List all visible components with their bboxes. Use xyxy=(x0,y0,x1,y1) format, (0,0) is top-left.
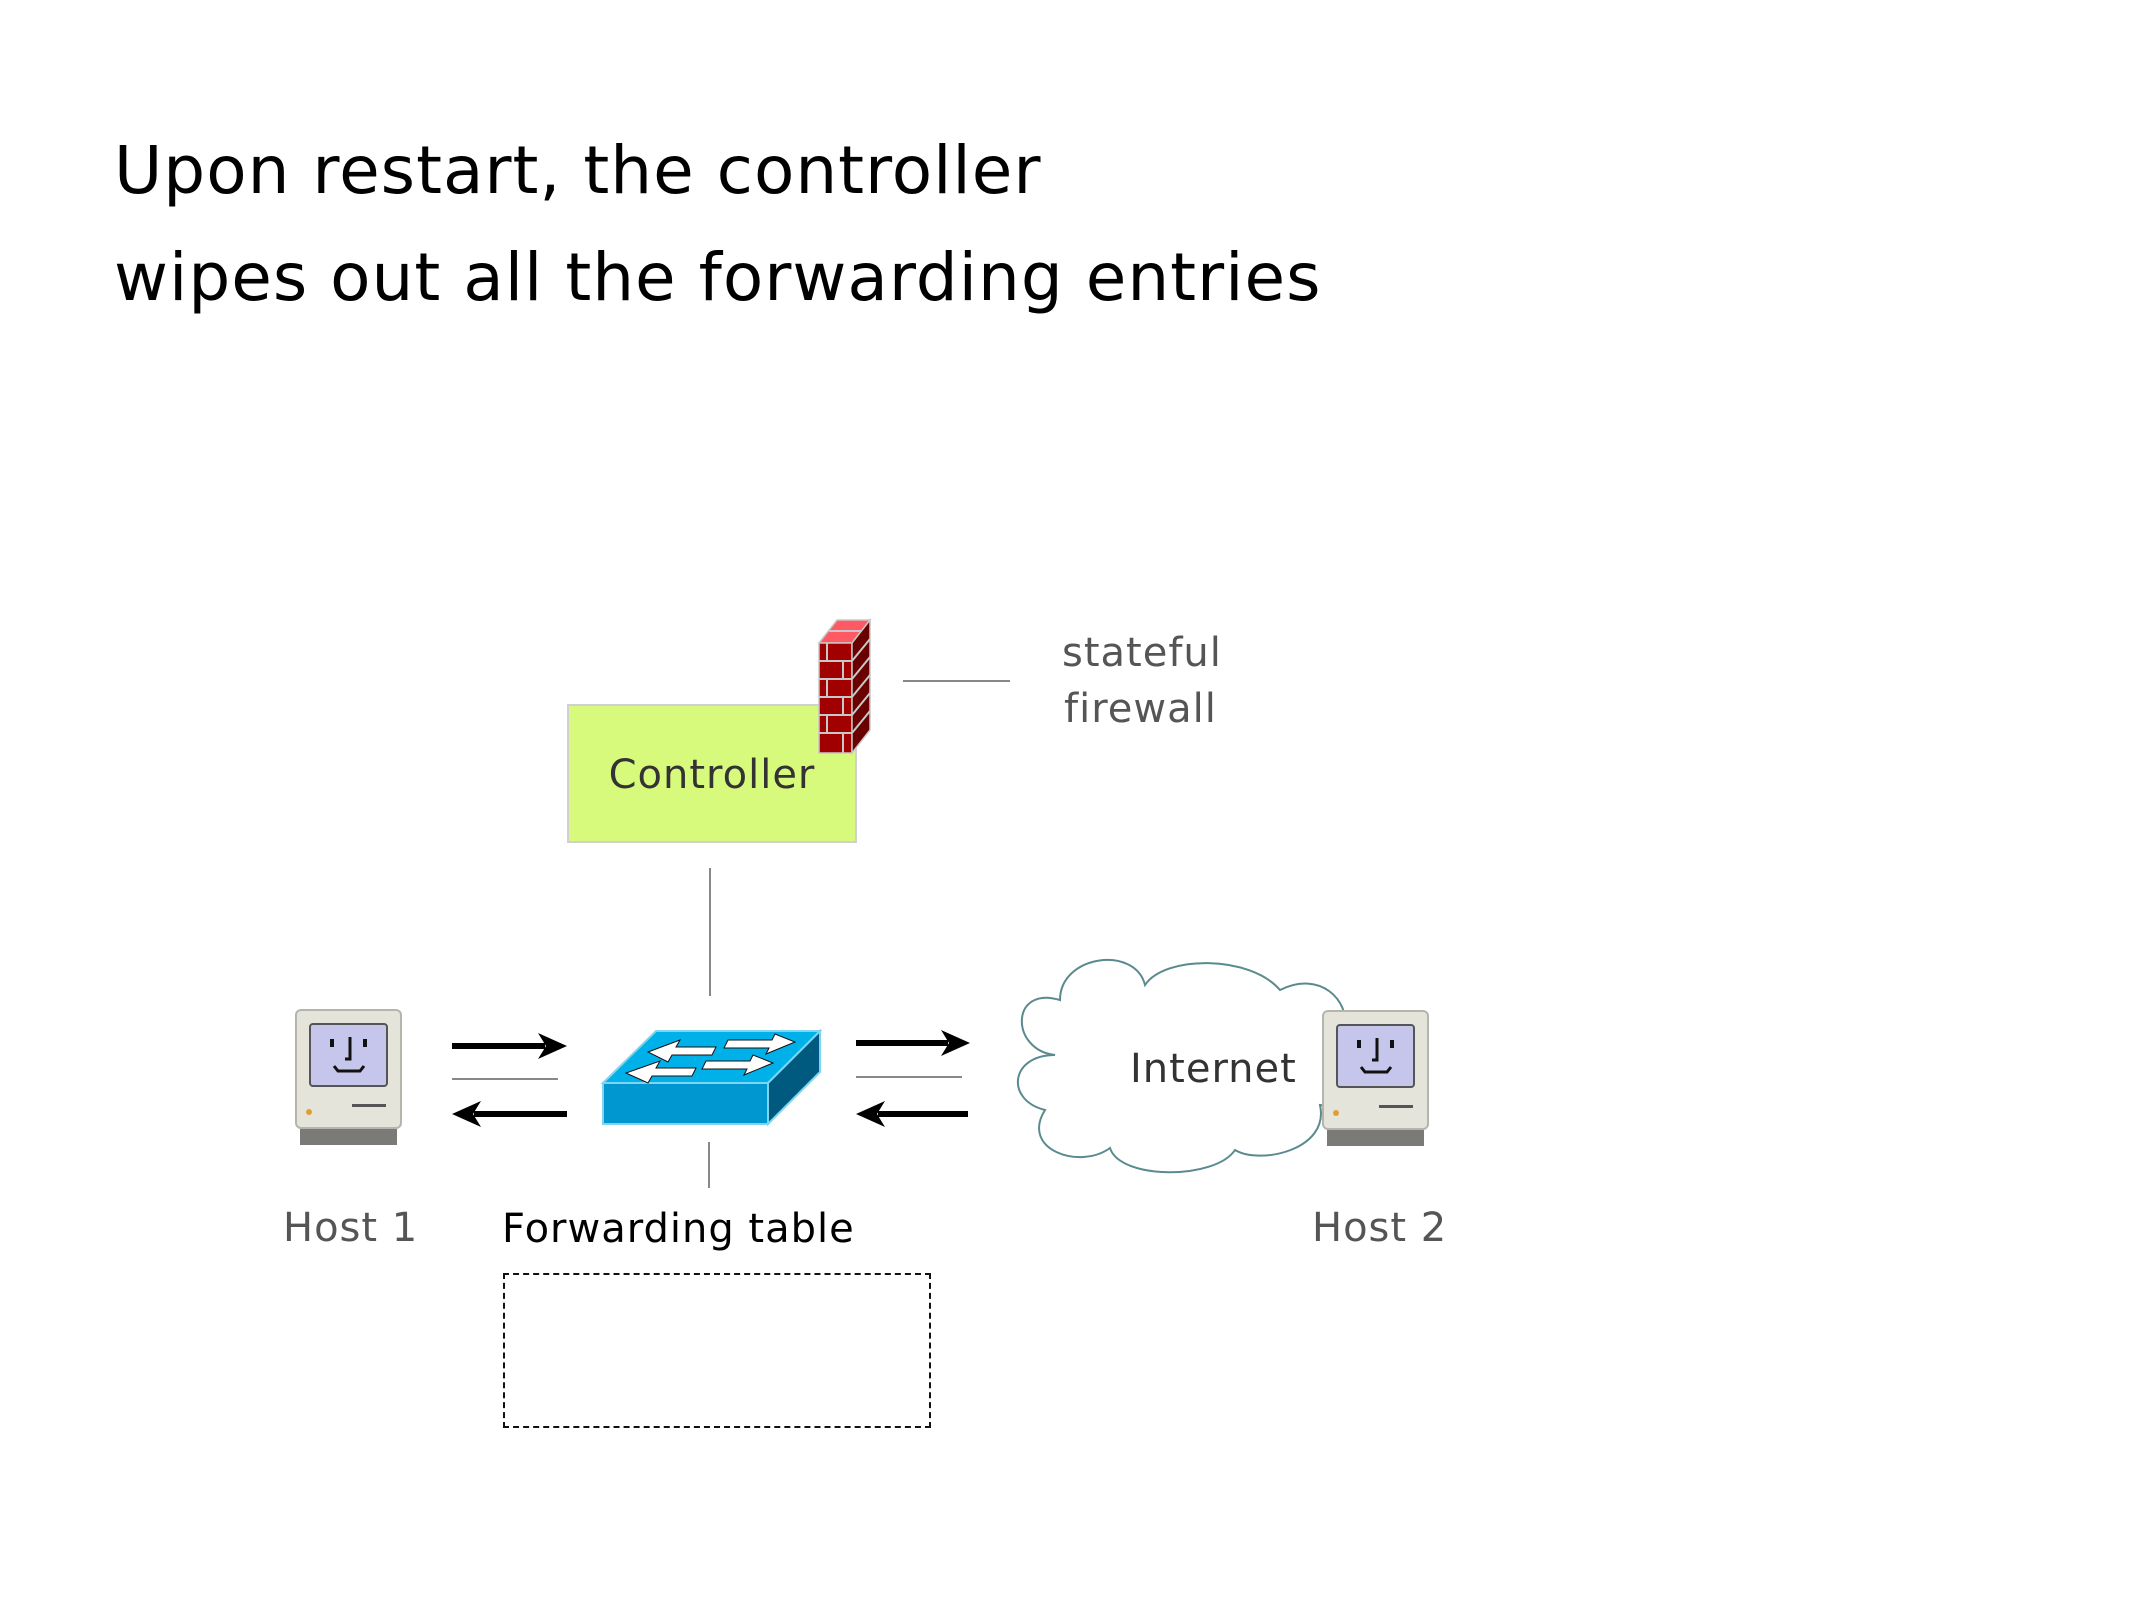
switch-internet-arrows xyxy=(856,1030,970,1127)
arrow-right-icon xyxy=(941,1030,970,1056)
controller-box: Controller xyxy=(567,704,857,843)
host1-switch-arrows xyxy=(452,1033,567,1127)
internet-label: Internet xyxy=(1130,1046,1297,1092)
forwarding-table-label: Forwarding table xyxy=(502,1206,855,1252)
slide-title-line-1: Upon restart, the controller xyxy=(114,132,1042,209)
host2-computer-icon xyxy=(1322,1010,1429,1146)
forwarding-table-box xyxy=(503,1273,931,1428)
firewall-icon xyxy=(817,617,872,756)
arrow-left-icon xyxy=(856,1101,885,1127)
host2-label: Host 2 xyxy=(1312,1205,1448,1251)
host1-label: Host 1 xyxy=(283,1205,419,1251)
arrow-left-icon xyxy=(452,1101,481,1127)
controller-label: Controller xyxy=(608,752,816,798)
slide-title-line-2: wipes out all the forwarding entries xyxy=(114,239,1322,316)
host1-computer-icon xyxy=(295,1009,402,1145)
switch-icon xyxy=(600,1028,823,1127)
firewall-label-line-1: stateful xyxy=(1062,630,1222,676)
firewall-label-line-2: firewall xyxy=(1064,686,1217,732)
arrow-right-icon xyxy=(538,1033,567,1059)
